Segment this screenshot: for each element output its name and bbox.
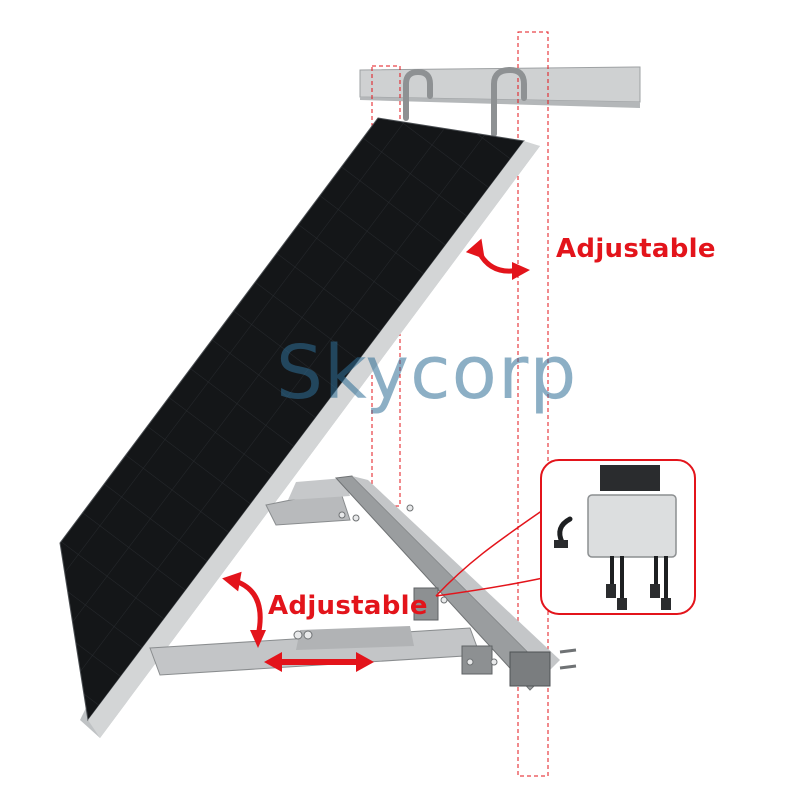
curved-double-arrow-icon [222, 571, 266, 648]
solar-panel [59, 117, 540, 738]
hanging-hook [403, 66, 527, 137]
adjustable-label-top: Adjustable [556, 234, 716, 264]
mounting-bracket [149, 475, 577, 691]
curved-double-arrow-icon [465, 238, 530, 280]
micro-inverter [554, 465, 677, 610]
horizontal-double-arrow-icon [264, 652, 374, 672]
brand-watermark: Skycorp [276, 330, 578, 416]
adjustable-label-bottom: Adjustable [268, 591, 428, 621]
